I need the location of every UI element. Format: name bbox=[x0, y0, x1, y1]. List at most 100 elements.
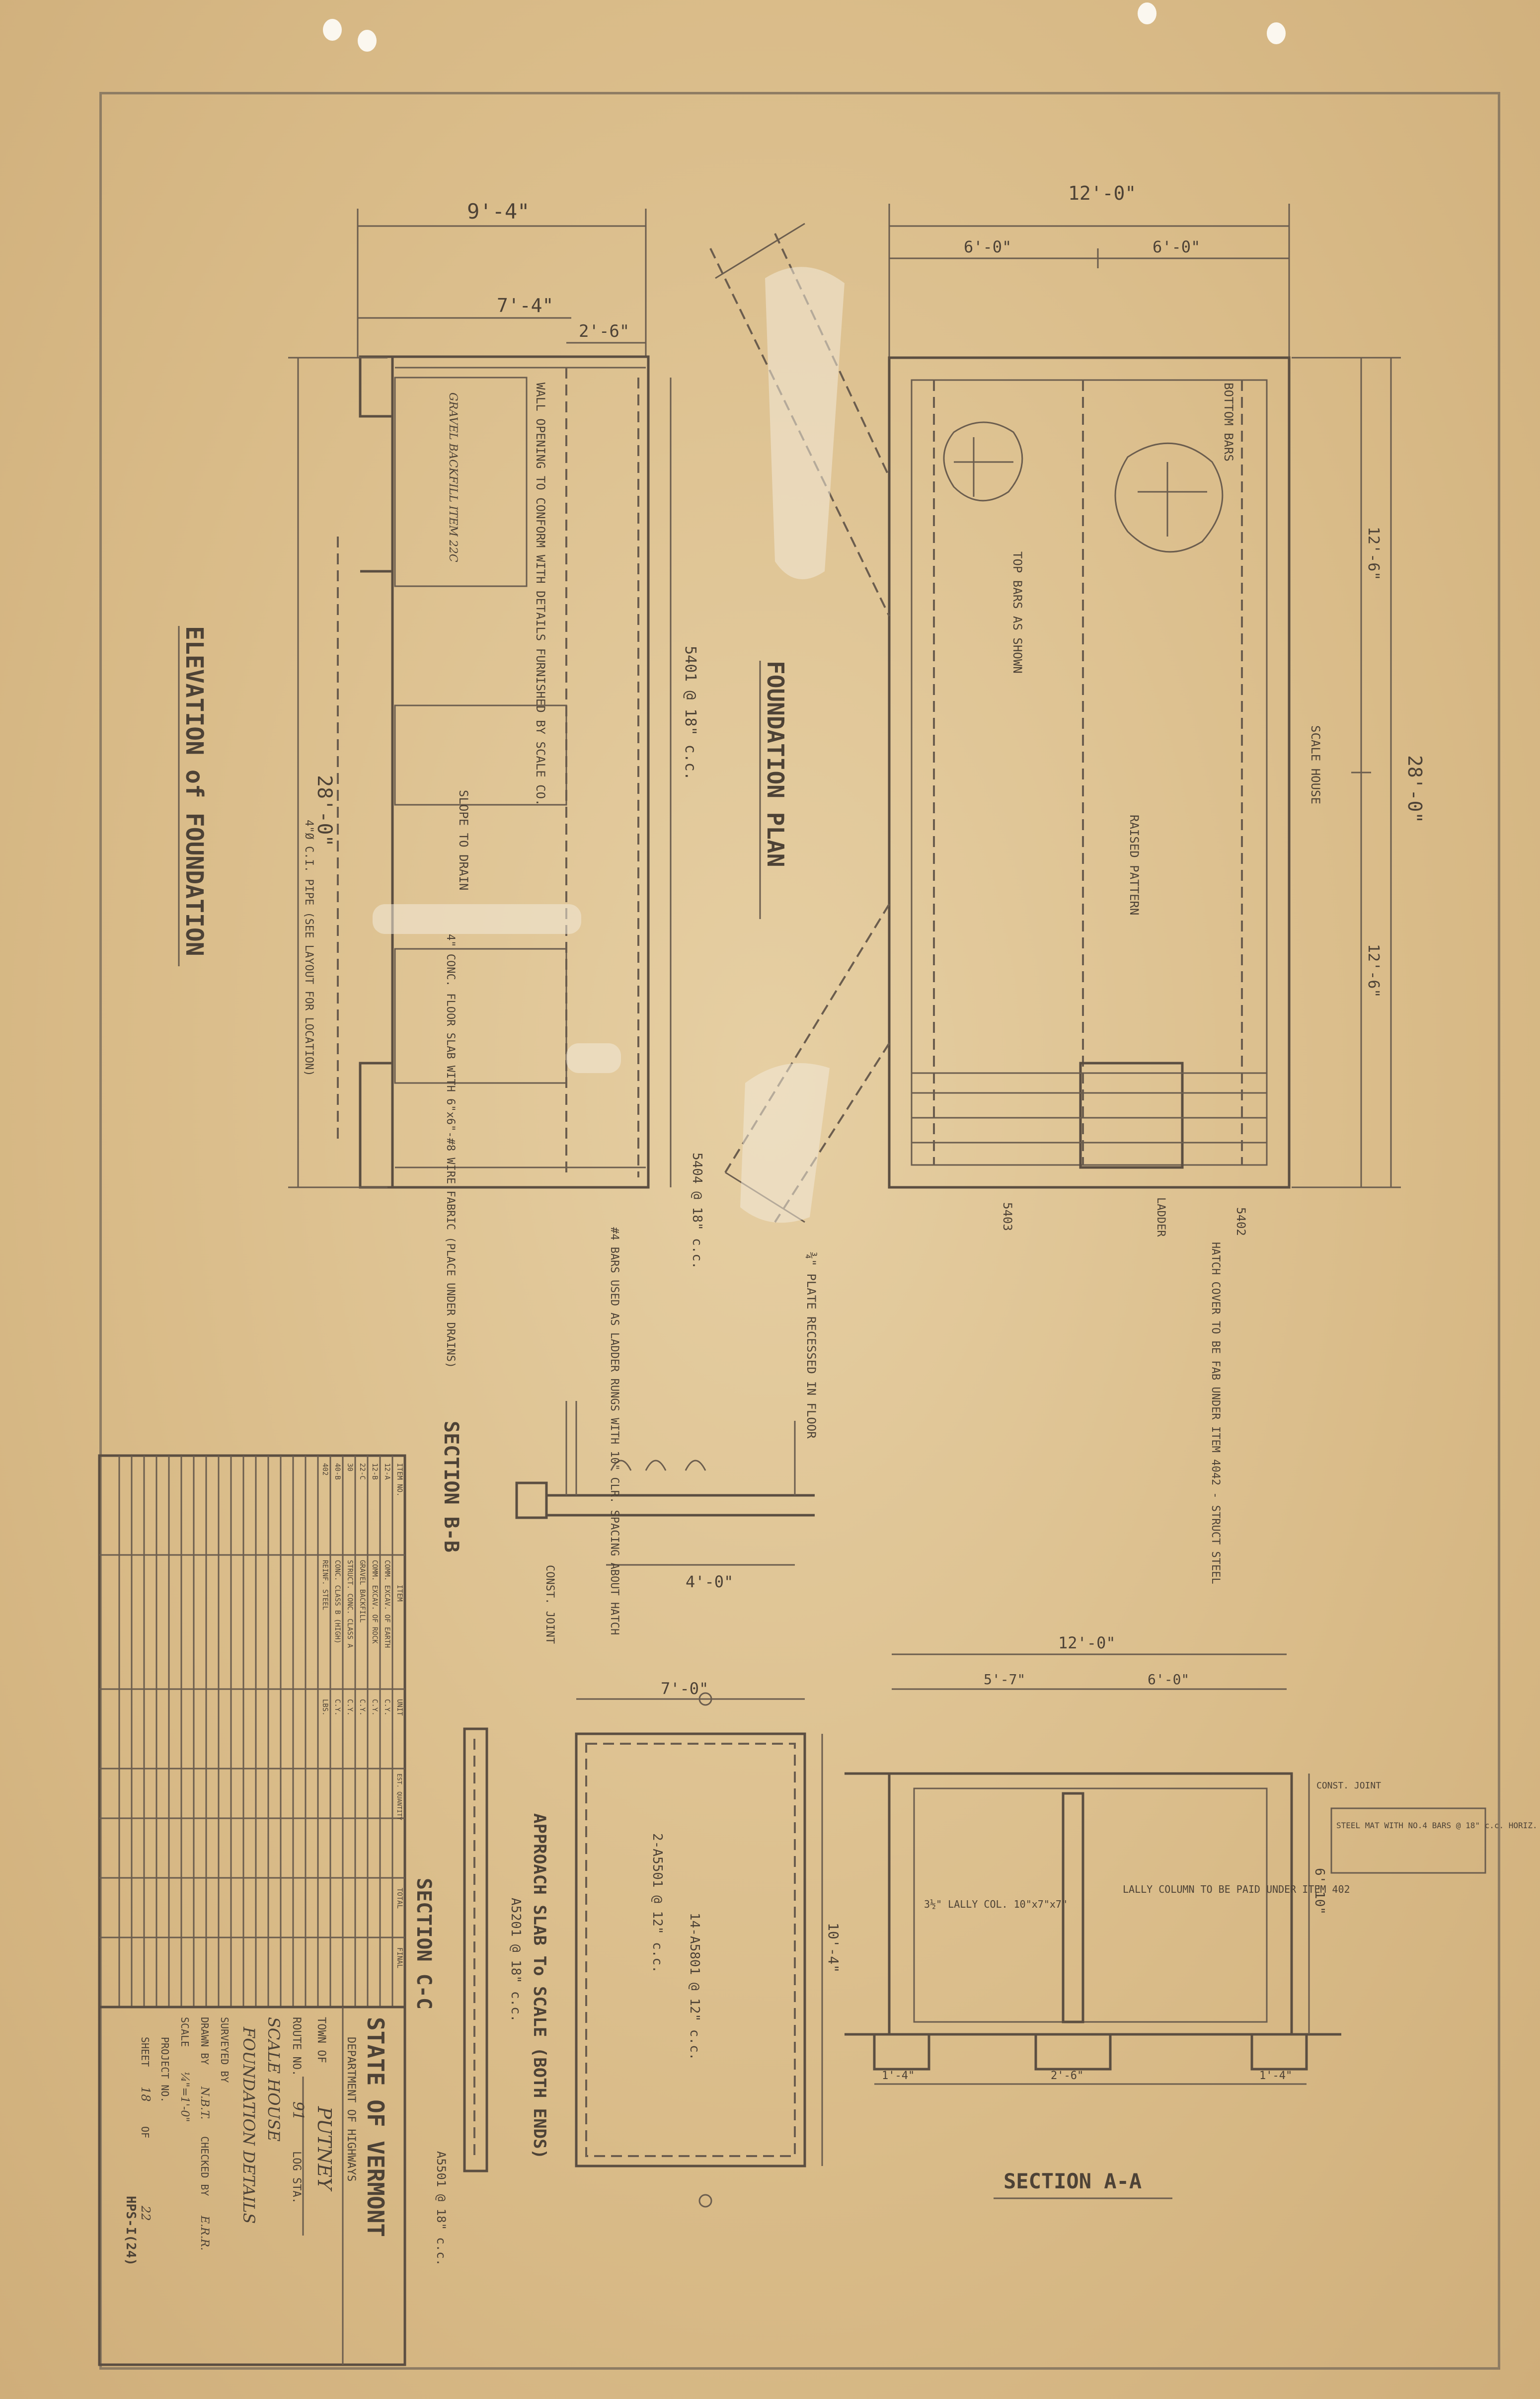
qty-row-1-unit: C.Y. bbox=[371, 1699, 379, 1716]
title-block: STATE OF VERMONT DEPARTMENT OF HIGHWAYS … bbox=[98, 2006, 406, 2366]
tb-scale-label: SCALE bbox=[179, 2017, 191, 2047]
qty-row-1-item: COMM. EXCAV. OF ROCK bbox=[371, 1560, 379, 1644]
tb-subject2: FOUNDATION DETAILS bbox=[239, 2026, 258, 2224]
title-foundation-plan: FOUNDATION PLAN bbox=[762, 661, 789, 867]
approach-slab: 7'-0" 10'-4" 2-A5501 @ 12" c.c. 14-A5801… bbox=[530, 1679, 842, 2208]
qty-row-5-item: REINF. STEEL bbox=[321, 1560, 329, 1610]
note-bottom-bars: BOTTOM BARS bbox=[1222, 383, 1235, 462]
drawing-border bbox=[99, 92, 1500, 2370]
tb-project: HPS-I(24) bbox=[123, 2196, 138, 2266]
note-const-joint-aa: CONST. JOINT bbox=[1316, 1780, 1381, 1791]
tb-sheet-label: SHEET bbox=[139, 2037, 151, 2067]
dim-aa-base-mid: 2'-6" bbox=[1051, 2070, 1083, 2082]
qty-row-3-no: 30 bbox=[346, 1463, 354, 1471]
qty-header-item-no: ITEM NO. bbox=[395, 1463, 403, 1496]
dim-plan-top: 12'-0" bbox=[1068, 182, 1136, 204]
dim-plan-right: 6'-0" bbox=[1153, 237, 1200, 256]
qty-header-unit: UNIT bbox=[395, 1699, 403, 1716]
dim-plan-total: 28'-0" bbox=[1404, 755, 1426, 823]
title-approach-slab: APPROACH SLAB To SCALE (BOTH ENDS) bbox=[530, 1813, 549, 2159]
qty-row-4-item: CONC. CLASS B (HIGH) bbox=[333, 1560, 341, 1644]
dim-aa-right: 6'-0" bbox=[1148, 1671, 1189, 1688]
punch-hole bbox=[358, 30, 377, 52]
note-approach-bar2: 14-A5801 @ 12" c.c. bbox=[687, 1913, 702, 2060]
tb-of-label: OF bbox=[139, 2126, 151, 2138]
dim-aa-base-left: 1'-4" bbox=[882, 2070, 915, 2082]
punch-hole bbox=[1267, 22, 1286, 44]
dim-approach-side: 10'-4" bbox=[825, 1923, 842, 1973]
tb-checked: E.R.R. bbox=[198, 2215, 211, 2250]
note-bar-5401-elev: 5401 @ 18" c.c. bbox=[682, 646, 699, 780]
note-approach-bar1: 2-A5501 @ 12" c.c. bbox=[650, 1833, 665, 1973]
note-bar-5403: 5403 bbox=[1001, 1202, 1014, 1231]
tb-dept: DEPARTMENT OF HIGHWAYS bbox=[345, 2037, 357, 2181]
qty-row-0-item: COMM. EXCAV. OF EARTH bbox=[383, 1560, 391, 1648]
tb-subject1: SCALE HOUSE bbox=[264, 2017, 283, 2142]
qty-row-0-no: 12-A bbox=[383, 1463, 391, 1480]
tb-town-label: TOWN OF bbox=[315, 2017, 327, 2063]
tb-scale: ¼"=1'-0" bbox=[178, 2072, 191, 2122]
tb-route-label: ROUTE NO. bbox=[290, 2017, 303, 2076]
qty-row-2-no: 22-C bbox=[358, 1463, 366, 1480]
dim-aa-base-right: 1'-4" bbox=[1259, 2070, 1292, 2082]
tb-checked-label: CHECKED BY bbox=[199, 2136, 211, 2196]
dim-bb-width: 4'-0" bbox=[686, 1572, 733, 1591]
section-b-b: 4'-0" SECTION B-B ¾" PLATE RECESSED IN F… bbox=[440, 1227, 818, 1644]
note-cc-bar1: A5201 @ 18" c.c. bbox=[508, 1898, 523, 2022]
note-bar-5404: 5404 @ 18" c.c. bbox=[690, 1153, 704, 1269]
punch-hole bbox=[323, 19, 342, 41]
note-lally-col: LALLY COLUMN TO BE PAID UNDER ITEM 402 bbox=[1123, 1883, 1350, 1895]
tb-drawn-label: DRAWN BY bbox=[199, 2017, 211, 2065]
tb-project-label: PROJECT NO. bbox=[159, 2037, 171, 2102]
dim-plan-left: 6'-0" bbox=[964, 237, 1011, 256]
note-bar-5402: 5402 bbox=[1234, 1207, 1248, 1236]
note-raised-pattern: RAISED PATTERN bbox=[1127, 815, 1141, 915]
note-hatch-cover: HATCH COVER TO BE FAB UNDER ITEM 4042 - … bbox=[1209, 1242, 1222, 1584]
qty-header-final: FINAL bbox=[395, 1947, 403, 1968]
dim-elev-mid: 7'-4" bbox=[497, 295, 553, 316]
qty-row-4-unit: C.Y. bbox=[333, 1699, 341, 1716]
note-pipe: 4"Ø C.I. PIPE (SEE LAYOUT FOR LOCATION) bbox=[303, 820, 315, 1077]
note-gravel: GRAVEL BACKFILL ITEM 22C bbox=[447, 392, 459, 562]
qty-row-5-unit: LBS. bbox=[321, 1699, 329, 1716]
qty-header-total: TOTAL bbox=[395, 1888, 403, 1909]
tb-sheet: 18 bbox=[139, 2087, 153, 2102]
tb-town: PUTNEY bbox=[313, 2106, 335, 2192]
note-plate-recessed: ¾" PLATE RECESSED IN FLOOR bbox=[804, 1252, 818, 1439]
quantities-table: ITEM NO. ITEM UNIT EST. QUANTITY TOTAL F… bbox=[98, 1454, 406, 2009]
note-bb-ladder: #4 BARS USED AS LADDER RUNGS WITH 10" CL… bbox=[608, 1227, 620, 1635]
punch-hole bbox=[1138, 2, 1156, 24]
note-slope-drain: SLOPE TO DRAIN bbox=[457, 790, 470, 890]
dim-aa-top: 12'-0" bbox=[1058, 1633, 1116, 1652]
qty-row-2-unit: C.Y. bbox=[358, 1699, 366, 1716]
note-cc-bar2: A5501 @ 18" c.c. bbox=[434, 2151, 448, 2266]
section-a-a: 12'-0" 5'-7" 6'-0" 1'-4" 2'-6" 1'-4" 6'-… bbox=[845, 1633, 1540, 2199]
dim-plan-seg2: 12'-6" bbox=[1365, 944, 1382, 998]
note-wall-opening: WALL OPENING TO CONFORM WITH DETAILS FUR… bbox=[534, 383, 547, 806]
note-top-bars: TOP BARS AS SHOWN bbox=[1010, 551, 1024, 674]
dim-elev-top: 9'-4" bbox=[467, 199, 530, 224]
qty-row-5-no: 402 bbox=[321, 1463, 329, 1475]
note-steel-mat: STEEL MAT WITH NO.4 BARS @ 18" c.c. HORI… bbox=[1336, 1821, 1540, 1830]
qty-header-est: EST. QUANTITY bbox=[396, 1774, 403, 1821]
dim-elev-total: 28'-0" bbox=[313, 775, 336, 847]
title-elevation: ELEVATION of FOUNDATION bbox=[180, 626, 208, 956]
qty-row-0-unit: C.Y. bbox=[383, 1699, 391, 1716]
dim-aa-left: 5'-7" bbox=[984, 1671, 1025, 1688]
foundation-plan: 12'-0" 6'-0" 6'-0" bbox=[709, 182, 1426, 1584]
title-section-a-a: SECTION A-A bbox=[1003, 2169, 1142, 2193]
title-section-c-c: SECTION C-C bbox=[412, 1878, 435, 2010]
note-scale-house-plan: SCALE HOUSE bbox=[1309, 725, 1322, 804]
tb-route: 91 bbox=[289, 2101, 307, 2120]
dim-plan-seg1: 12'-6" bbox=[1365, 527, 1382, 580]
section-c-c: SECTION C-C A5201 @ 18" c.c. A5501 @ 18"… bbox=[412, 1727, 523, 2266]
qty-row-2-item: GRAVEL BACKFILL bbox=[358, 1560, 366, 1623]
qty-row-1-no: 12-B bbox=[371, 1463, 379, 1480]
tb-state: STATE OF VERMONT bbox=[362, 2017, 389, 2237]
note-lally-col2: 3½" LALLY COL. 10"x7"x7" bbox=[924, 1898, 1068, 1910]
dim-elev-step: 2'-6" bbox=[579, 321, 629, 341]
tb-sta-label: LOG STA. bbox=[290, 2151, 303, 2204]
qty-row-4-no: 40-B bbox=[333, 1463, 341, 1480]
note-const-joint-bb: CONST. JOINT bbox=[543, 1565, 556, 1644]
